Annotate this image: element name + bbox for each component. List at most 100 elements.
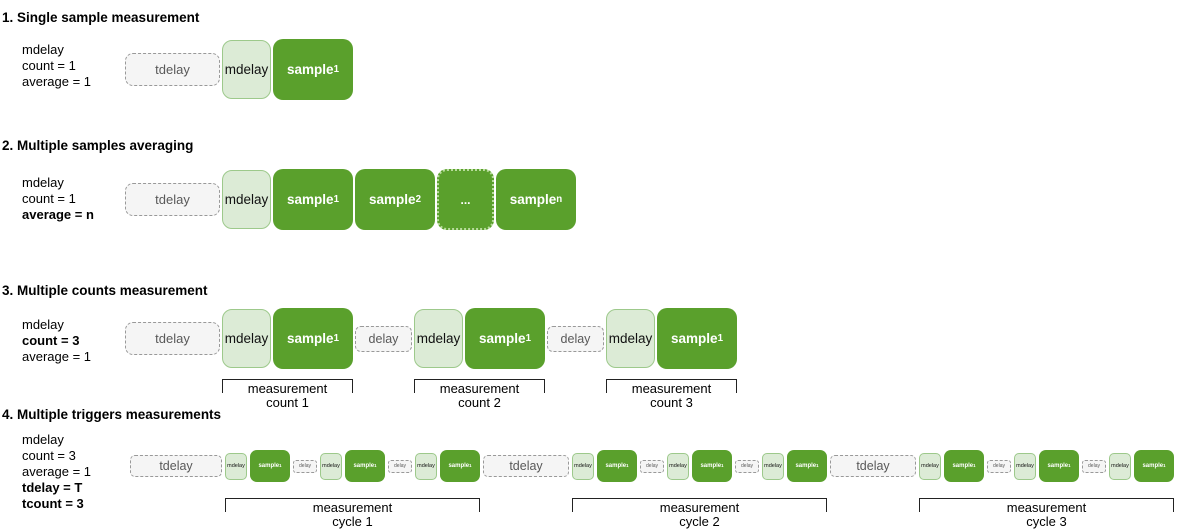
mdelay-label: mdelay: [224, 331, 269, 346]
delay-label: delay: [368, 331, 399, 346]
mdelay-block: mdelay: [919, 452, 941, 480]
delay-label: delay: [394, 463, 406, 469]
mdelay-block: mdelay: [572, 452, 594, 480]
parameter-label: average = 1: [22, 74, 92, 89]
mdelay-label: mdelay: [1016, 463, 1034, 469]
parameter-label: mdelay: [22, 432, 64, 447]
parameter-label: mdelay: [22, 317, 64, 332]
mdelay-block: mdelay: [225, 452, 247, 480]
mdelay-block: mdelay: [222, 309, 271, 368]
bracket-label-line1: measurement: [631, 381, 712, 396]
tdelay-block: tdelay: [125, 322, 220, 355]
delay-label: delay: [646, 463, 658, 469]
tdelay-label: tdelay: [856, 459, 890, 473]
delay-label: delay: [741, 463, 753, 469]
mdelay-block: mdelay: [222, 170, 271, 229]
mdelay-block: mdelay: [762, 452, 784, 480]
parameter-label: count = 3: [22, 333, 80, 348]
section-title: 2. Multiple samples averaging: [2, 138, 194, 153]
delay-block: delay: [547, 325, 604, 352]
parameter-label: tdelay = T: [22, 480, 83, 495]
sample-label: sample: [1047, 463, 1069, 469]
mdelay-block: mdelay: [415, 452, 437, 480]
mdelay-label: mdelay: [574, 463, 592, 469]
bracket-label-line2: count 2: [458, 394, 501, 410]
bracket-label-line2: cycle 3: [1026, 513, 1067, 529]
mdelay-label: mdelay: [921, 463, 939, 469]
mdelay-label: mdelay: [322, 463, 340, 469]
bracket-label-line1: measurement: [312, 500, 393, 515]
mdelay-block: mdelay: [1109, 452, 1131, 480]
parameter-label: tcount = 3: [22, 496, 84, 511]
bracket-label-line1: measurement: [247, 381, 328, 396]
section-title: 4. Multiple triggers measurements: [2, 407, 222, 422]
tdelay-block: tdelay: [130, 455, 222, 477]
delay-block: delay: [355, 325, 412, 352]
tdelay-block: tdelay: [483, 455, 569, 477]
mdelay-block: mdelay: [667, 452, 689, 480]
sample-label: sample: [287, 62, 334, 77]
parameter-label: count = 3: [22, 448, 76, 463]
parameter-label: count = 1: [22, 58, 76, 73]
sample-label: sample: [258, 463, 280, 469]
sample-label: sample: [1142, 463, 1164, 469]
delay-block: delay: [1082, 459, 1106, 473]
sample-label: sample: [369, 192, 416, 207]
mdelay-block: mdelay: [1014, 452, 1036, 480]
sample-label: sample: [671, 331, 718, 346]
parameter-label: average = 1: [22, 464, 92, 479]
tdelay-label: tdelay: [509, 459, 543, 473]
section-title: 3. Multiple counts measurement: [2, 283, 208, 298]
sample-label: sample: [700, 463, 722, 469]
tdelay-label: tdelay: [155, 331, 190, 346]
tdelay-block: tdelay: [125, 183, 220, 216]
mdelay-block: mdelay: [222, 40, 271, 99]
delay-block: delay: [735, 459, 759, 473]
parameter-label: mdelay: [22, 175, 64, 190]
mdelay-label: mdelay: [416, 331, 461, 346]
mdelay-label: mdelay: [224, 192, 269, 207]
delay-label: delay: [560, 331, 591, 346]
sample-label: sample: [952, 463, 974, 469]
tdelay-label: tdelay: [159, 459, 193, 473]
parameter-label: average = 1: [22, 349, 92, 364]
delay-label: delay: [299, 463, 311, 469]
bracket-label-line1: measurement: [1006, 500, 1087, 515]
mdelay-block: mdelay: [320, 452, 342, 480]
delay-block: delay: [640, 459, 664, 473]
parameter-label: mdelay: [22, 42, 64, 57]
mdelay-label: mdelay: [608, 331, 653, 346]
mdelay-label: mdelay: [224, 62, 269, 77]
bracket-label-line2: cycle 2: [679, 513, 720, 529]
delay-block: delay: [293, 459, 317, 473]
